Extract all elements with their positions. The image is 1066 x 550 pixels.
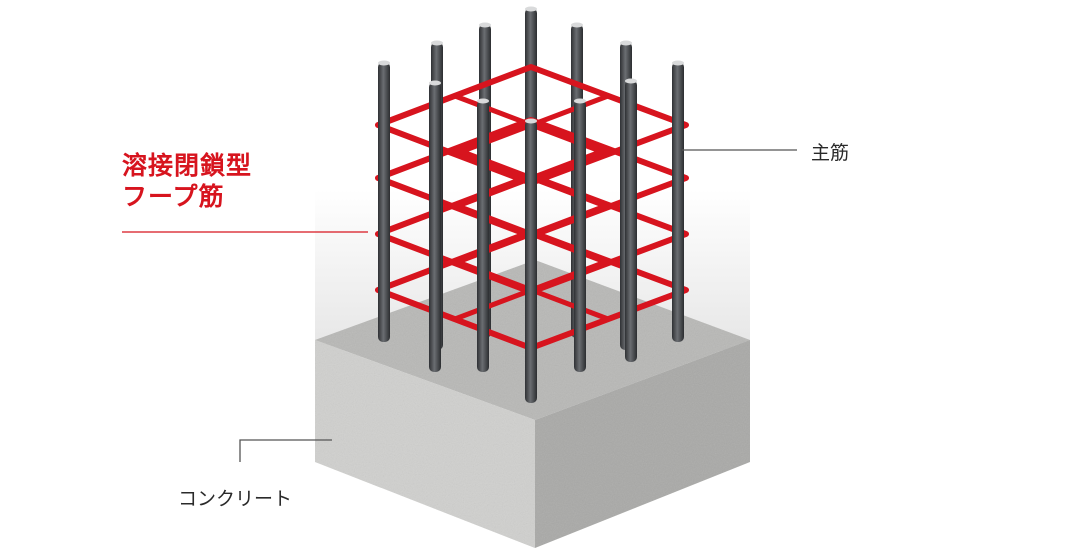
main-bar-cap	[431, 40, 443, 46]
main-bar-cap	[625, 78, 637, 84]
main-bar-cap	[477, 98, 489, 104]
main-bar-6	[378, 60, 390, 342]
main-bar-label: 主筋	[811, 142, 850, 164]
main-bar-shaft	[477, 100, 489, 372]
main-bar-cap	[525, 118, 537, 124]
concrete-label: コンクリート	[178, 488, 293, 510]
rebar-cage	[375, 6, 689, 403]
main-bar-shaft	[672, 62, 684, 342]
main-bar-cap	[479, 22, 491, 28]
main-bar-cap	[672, 60, 684, 66]
main-bar-shaft	[378, 62, 390, 342]
main-bar-shaft	[625, 80, 637, 362]
concrete-leader-line	[239, 439, 332, 462]
main-bar-9	[574, 98, 586, 372]
main-bar-shaft	[429, 82, 441, 372]
main-bar-cap	[620, 40, 632, 46]
main-bar-cap	[525, 6, 537, 12]
main-bar-shaft	[574, 100, 586, 372]
hoop-label-line2: フープ筋	[122, 182, 225, 211]
hoop-label: 溶接閉鎖型 フープ筋	[122, 150, 252, 212]
main-bar-cap	[429, 80, 441, 86]
main-bar-8	[477, 98, 489, 372]
main-bar-cap	[571, 22, 583, 28]
main-bar-7	[672, 60, 684, 342]
hoop-label-line1: 溶接閉鎖型	[122, 151, 253, 180]
main-bar-12	[525, 118, 537, 403]
main-bar-cap	[378, 60, 390, 66]
main-bar-cap	[574, 98, 586, 104]
main-bar-shaft	[525, 120, 537, 403]
main-bar-10	[429, 80, 441, 372]
main-bar-11	[625, 78, 637, 362]
